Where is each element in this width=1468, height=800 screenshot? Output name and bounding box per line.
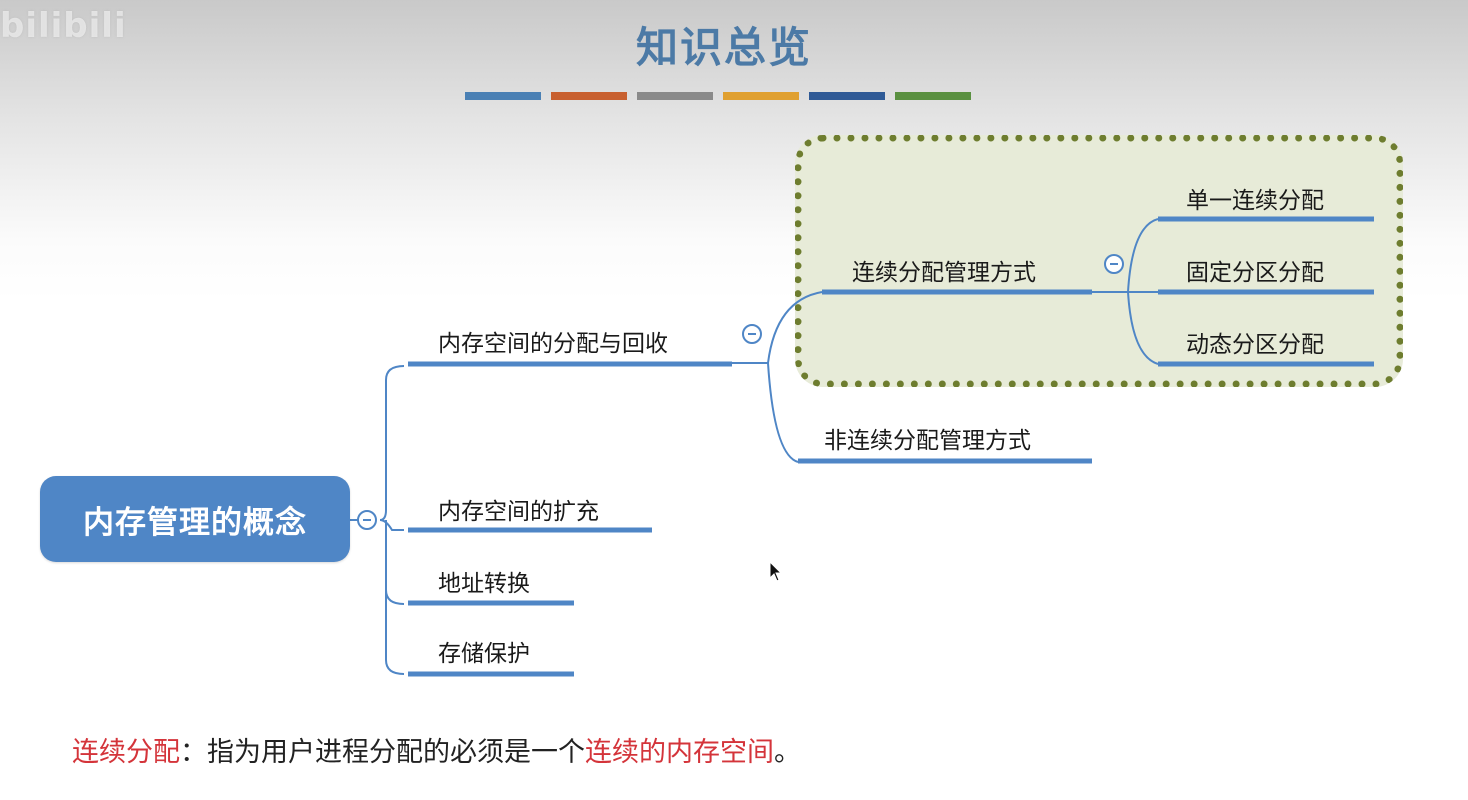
collapse-contiguous-icon[interactable] [1104,254,1124,274]
connector-leaf-3 [1127,291,1159,365]
connector-contiguous [767,291,823,364]
title-color-bar [809,92,885,100]
connector-leaf-1 [1127,218,1159,293]
node-storage-protection[interactable]: 存储保护 [438,641,530,667]
node-dynamic-partition[interactable]: 动态分区分配 [1186,332,1324,358]
root-node[interactable]: 内存管理的概念 [40,476,350,562]
node-single-contiguous[interactable]: 单一连续分配 [1186,188,1324,214]
connector-branch1 [379,365,405,521]
page-title: 知识总览 [635,23,812,72]
caption: 连续分配：指为用户进程分配的必须是一个连续的内存空间。 [72,730,801,769]
caption-highlight: 连续的内存空间 [585,737,774,768]
node-allocation-recovery[interactable]: 内存空间的分配与回收 [438,331,668,357]
caption-text: 指为用户进程分配的必须是一个 [207,737,585,768]
collapse-root-icon[interactable] [357,510,377,530]
node-contiguous[interactable]: 连续分配管理方式 [852,260,1036,286]
node-expansion[interactable]: 内存空间的扩充 [438,499,599,525]
connector-branch3 [385,520,405,605]
title-color-bar [723,92,799,100]
caption-colon: ： [180,737,207,768]
title-color-bar [465,92,541,100]
connector-noncontiguous [767,362,799,463]
title-color-bar [637,92,713,100]
node-fixed-partition[interactable]: 固定分区分配 [1186,260,1324,286]
collapse-branch1-icon[interactable] [742,324,762,344]
highlight-box [795,135,1403,387]
caption-end: 。 [774,737,801,768]
connector-branch2 [379,519,404,531]
node-address-translation[interactable]: 地址转换 [438,571,530,597]
connector-branch4 [385,590,405,675]
title-color-bar [551,92,627,100]
mouse-cursor-icon [769,561,783,582]
node-noncontiguous[interactable]: 非连续分配管理方式 [824,428,1031,454]
title-color-bar [895,92,971,100]
caption-term: 连续分配 [72,737,180,768]
watermark: bilibili [0,6,127,46]
